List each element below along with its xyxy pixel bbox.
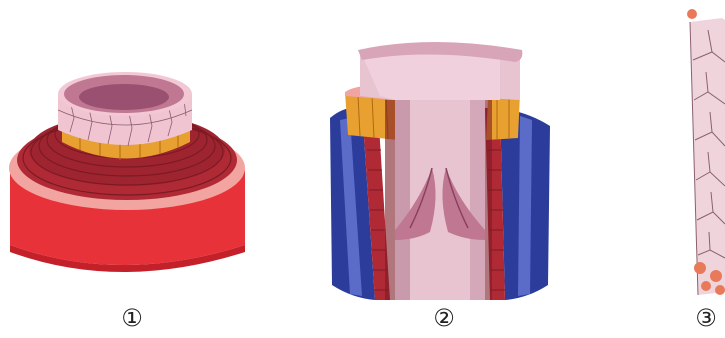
vein-figure (330, 42, 550, 300)
figure-label-3: ③ (686, 304, 725, 332)
capillary-figure (687, 9, 725, 295)
figure-label-2: ② (424, 304, 464, 332)
artery-figure (9, 72, 245, 272)
figure-label-1: ① (112, 304, 152, 332)
